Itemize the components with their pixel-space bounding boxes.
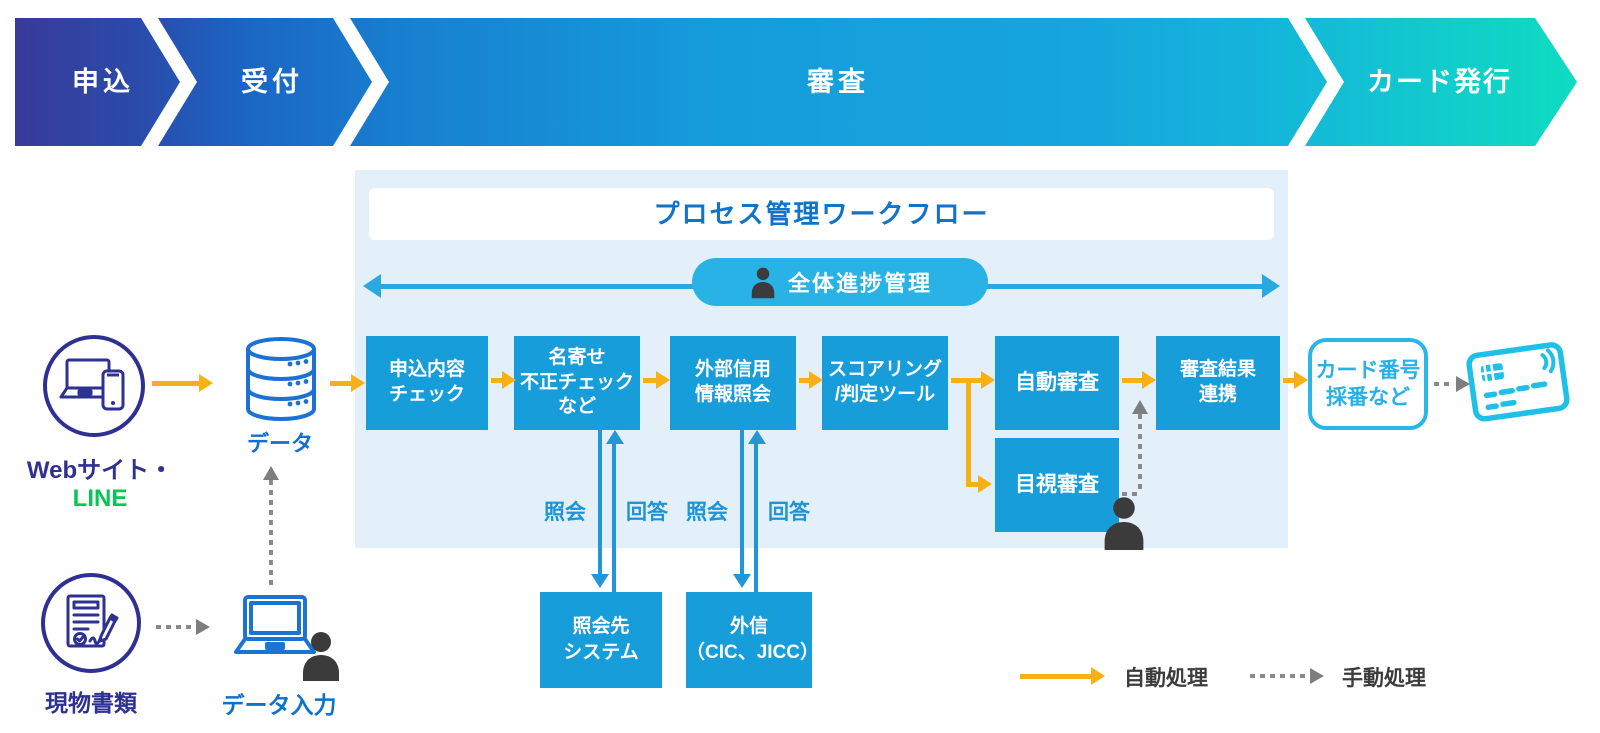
reply-label: 回答 — [626, 501, 668, 524]
auto-flow-arrow — [1283, 371, 1308, 389]
auto-flow-arrow — [951, 371, 995, 389]
web-site-line-label: Webサイト・ LINE — [0, 450, 200, 513]
step-scoring-judgement-tool: スコアリング /判定ツール — [822, 336, 948, 430]
reply-arrow-up — [754, 444, 758, 592]
data-label: データ — [246, 431, 313, 456]
arrow-up-icon — [1132, 400, 1148, 414]
step-auto-screening: 自動審査 — [995, 336, 1119, 430]
database-icon — [246, 337, 316, 422]
arrow-up-icon — [748, 430, 766, 444]
reply-arrow-up — [612, 444, 616, 592]
line-label: LINE — [72, 485, 128, 512]
credit-card-icon — [1466, 342, 1570, 422]
arrow-down-icon — [733, 574, 751, 588]
manual-flow-arrow — [1138, 414, 1142, 494]
phase-label-screening: 審査 — [807, 67, 869, 97]
physical-documents-label: 現物書類 — [45, 690, 137, 716]
arrow-up-icon — [606, 430, 624, 444]
document-pen-icon — [66, 594, 119, 648]
arrow-left-icon — [363, 274, 381, 298]
manual-flow-arrow — [1122, 492, 1140, 496]
arrow-right-icon — [196, 619, 210, 635]
step-name-matching-fraud-check: 名寄せ 不正チェック など — [514, 336, 640, 430]
person-icon — [303, 632, 339, 681]
overall-progress-pill: 全体進捗管理 — [692, 258, 988, 306]
auto-flow-arrow — [330, 374, 365, 392]
arrow-right-icon — [1456, 376, 1470, 392]
phase-label-application: 申込 — [72, 67, 134, 97]
manual-flow-arrow — [156, 625, 194, 629]
auto-flow-arrow — [799, 371, 823, 389]
legend-auto-label: 自動処理 — [1124, 667, 1208, 690]
person-icon — [1104, 497, 1144, 550]
reply-label: 回答 — [768, 501, 810, 524]
manual-flow-arrow — [1434, 382, 1454, 386]
phase-bar: 申込 受付 審査 カード発行 — [15, 18, 1577, 146]
web-devices-circle — [43, 335, 145, 437]
arrow-down-icon — [591, 574, 609, 588]
box-external-credit-bureaus: 外信 （CIC、JICC） — [686, 592, 819, 688]
inquiry-arrow-down — [740, 430, 744, 576]
person-icon — [751, 267, 775, 299]
step-application-content-check: 申込内容 チェック — [366, 336, 488, 430]
box-card-numbering: カード番号 採番など — [1308, 338, 1428, 430]
inquiry-label: 照会 — [544, 501, 586, 524]
legend-auto-arrow — [1020, 667, 1105, 685]
legend-manual-label: 手動処理 — [1342, 667, 1426, 690]
web-site-label: Webサイト・ — [26, 457, 174, 484]
data-entry-laptop-icon — [234, 595, 316, 654]
auto-flow-arrow — [966, 475, 992, 493]
data-entry-label: データ入力 — [221, 692, 337, 718]
auto-flow-branch-line — [966, 381, 971, 487]
workflow-title: プロセス管理ワークフロー — [369, 188, 1274, 240]
step-screening-result-linkage: 審査結果 連携 — [1156, 336, 1280, 430]
documents-circle — [41, 573, 141, 673]
arrow-up-icon — [263, 466, 279, 480]
box-inquiry-target-system: 照会先 システム — [540, 592, 662, 688]
auto-flow-arrow — [152, 374, 213, 392]
auto-flow-arrow — [1122, 371, 1156, 389]
laptop-phone-icon — [59, 358, 125, 411]
legend-manual-arrow — [1250, 674, 1308, 678]
auto-flow-arrow — [491, 371, 516, 389]
phase-label-card-issue: カード発行 — [1367, 67, 1512, 97]
auto-flow-arrow — [643, 371, 670, 389]
inquiry-arrow-down — [598, 430, 602, 576]
arrow-right-icon — [1262, 274, 1280, 298]
manual-flow-arrow — [269, 480, 273, 586]
step-visual-screening: 目視審査 — [995, 438, 1119, 532]
phase-label-reception: 受付 — [241, 67, 303, 97]
step-external-credit-inquiry: 外部信用 情報照会 — [670, 336, 796, 430]
inquiry-label: 照会 — [686, 501, 728, 524]
overall-progress-label: 全体進捗管理 — [787, 271, 932, 296]
workflow-panel: プロセス管理ワークフロー 全体進捗管理 申込内容 チェック 名寄せ 不正チェック… — [355, 170, 1288, 548]
arrow-right-icon — [1310, 668, 1324, 684]
